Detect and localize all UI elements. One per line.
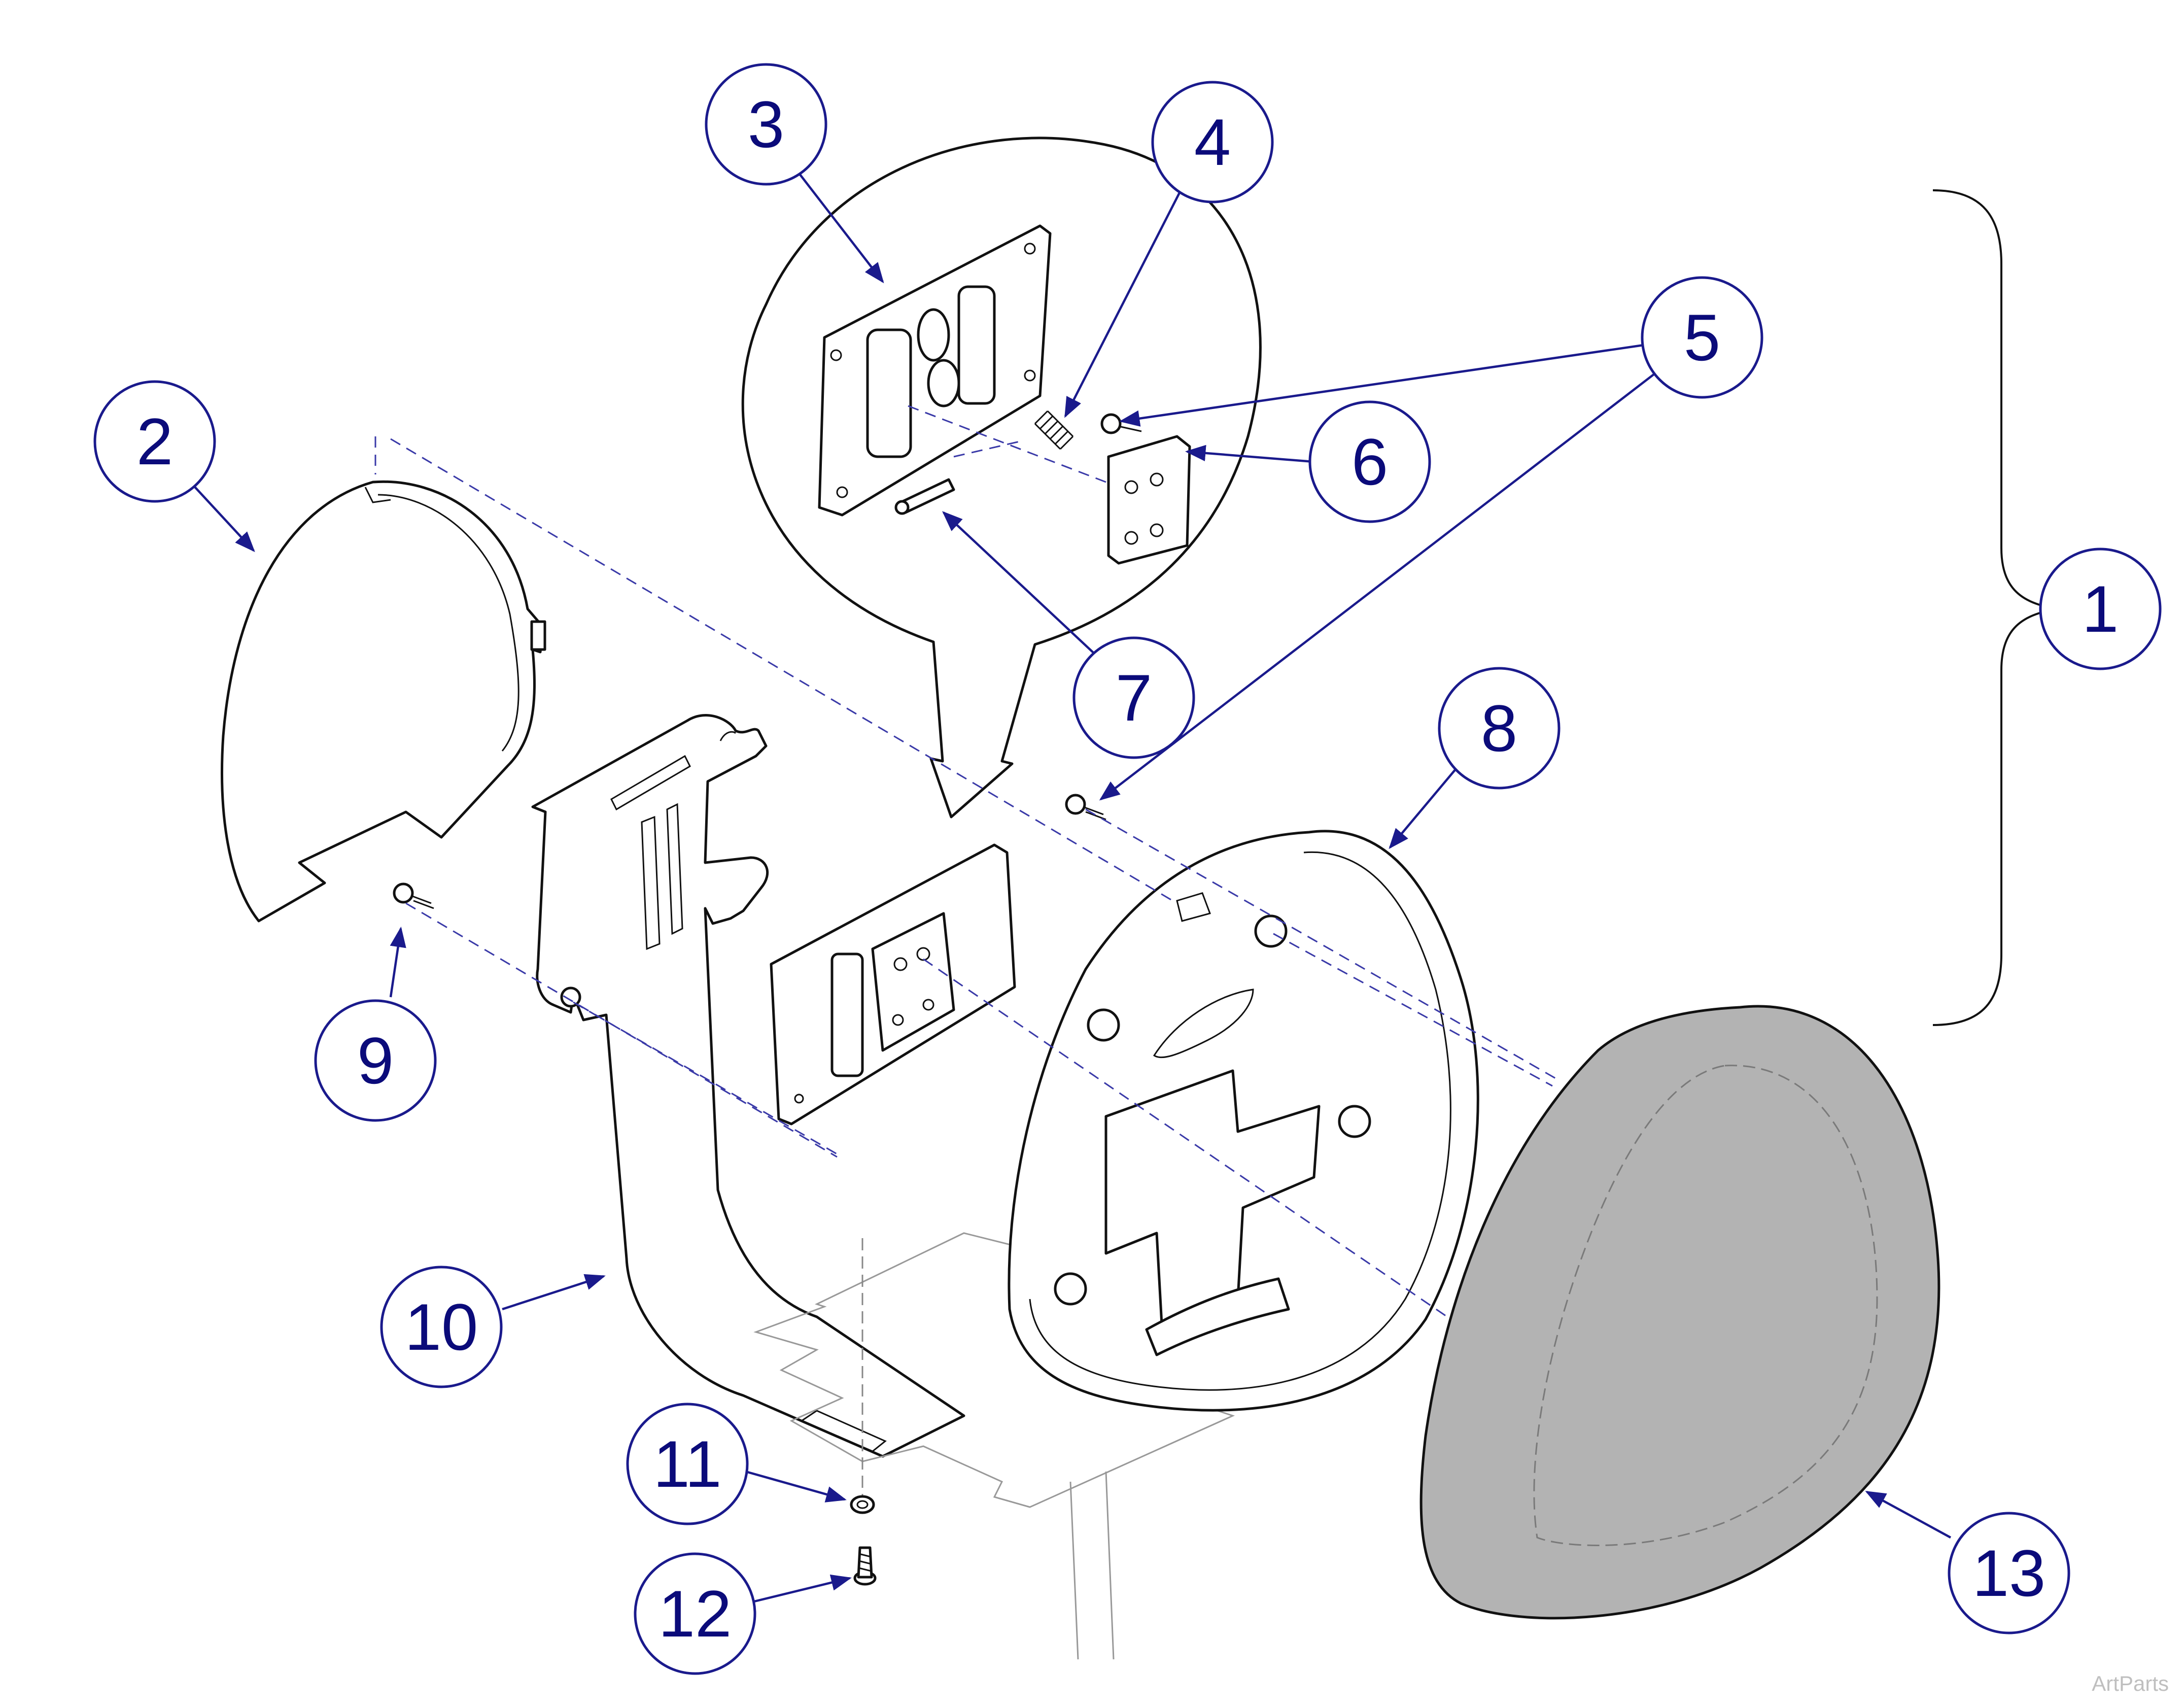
washer-11 bbox=[850, 1495, 875, 1514]
callout-label: 10 bbox=[405, 1290, 478, 1364]
assembly-lines bbox=[374, 436, 1561, 1320]
callout-label: 9 bbox=[357, 1024, 394, 1098]
callout-4: 4 bbox=[1151, 81, 1274, 203]
callout-label: 8 bbox=[1481, 691, 1517, 765]
cushion bbox=[1419, 1005, 1940, 1620]
callout-1: 1 bbox=[2039, 548, 2162, 670]
screw-5 bbox=[1065, 794, 1106, 821]
mount-bracket bbox=[531, 714, 965, 1458]
callout-7: 7 bbox=[1072, 636, 1195, 759]
callout-11: 11 bbox=[626, 1403, 749, 1525]
callout-label: 4 bbox=[1194, 105, 1231, 179]
callout-label: 5 bbox=[1684, 300, 1720, 374]
callout-label: 12 bbox=[658, 1577, 732, 1651]
callout-8: 8 bbox=[1438, 667, 1561, 790]
detail-bubble bbox=[741, 137, 1262, 819]
callout-12: 12 bbox=[634, 1552, 756, 1675]
callout-13: 13 bbox=[1948, 1512, 2070, 1634]
callout-9: 9 bbox=[314, 999, 437, 1122]
callout-6: 6 bbox=[1308, 400, 1431, 523]
callout-10: 10 bbox=[380, 1266, 503, 1388]
callout-3: 3 bbox=[705, 63, 827, 186]
callout-label: 3 bbox=[748, 87, 784, 161]
callout-5: 5 bbox=[1641, 276, 1763, 399]
left-shroud bbox=[221, 480, 546, 923]
callout-label: 6 bbox=[1351, 425, 1388, 499]
latch-plate-detail bbox=[818, 224, 1052, 517]
spring-detail bbox=[1034, 410, 1074, 450]
back-shell bbox=[1008, 830, 1479, 1412]
bracket-detail bbox=[1100, 413, 1191, 565]
leader-lines bbox=[189, 169, 1952, 1605]
callout-2: 2 bbox=[93, 380, 216, 503]
screw-9 bbox=[393, 882, 434, 909]
callout-label: 2 bbox=[136, 404, 173, 479]
artparts-watermark: ArtParts bbox=[2092, 1672, 2169, 1695]
pin-detail bbox=[894, 478, 955, 515]
screw-12 bbox=[853, 1546, 877, 1586]
callout-label: 7 bbox=[1116, 661, 1152, 735]
callout-label: 13 bbox=[1972, 1536, 2046, 1610]
callout-label: 11 bbox=[653, 1427, 722, 1501]
callout-label: 1 bbox=[2082, 572, 2119, 646]
latch-plate bbox=[770, 843, 1016, 1126]
